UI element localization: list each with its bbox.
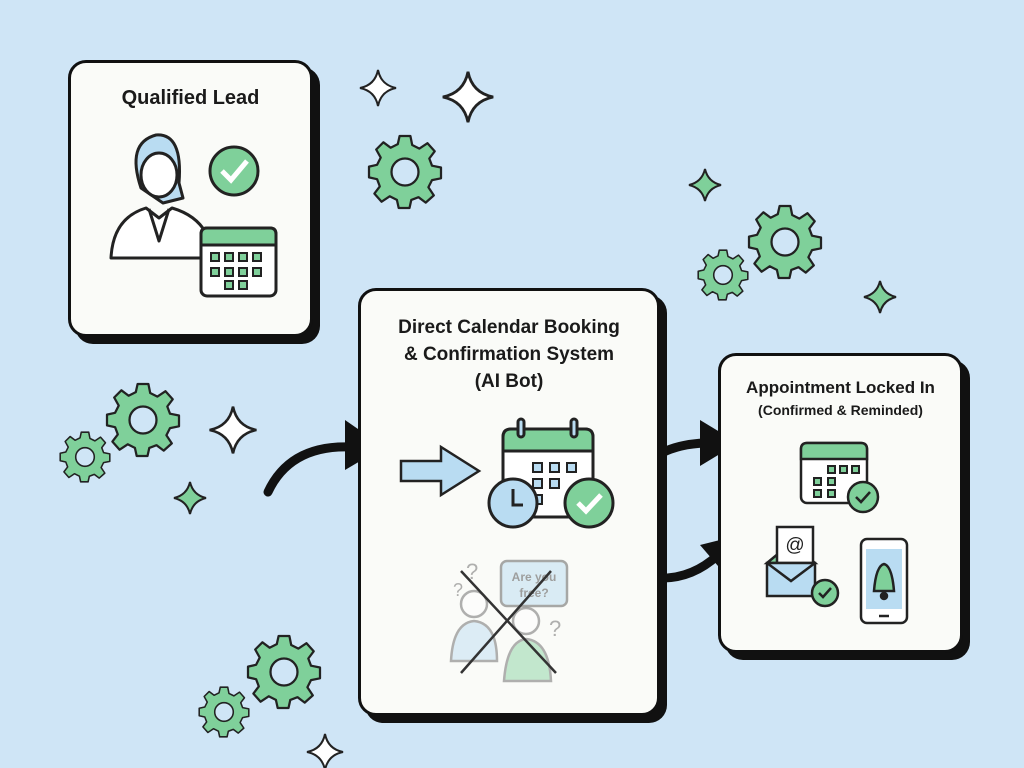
sparkle-icon (441, 70, 495, 124)
sparkle-icon (306, 733, 344, 768)
person-icon (109, 133, 208, 260)
gear-icon (747, 204, 823, 280)
gear-icon (59, 431, 111, 483)
bubble-text: Are you (512, 570, 557, 584)
card-title-line2: & Confirmation System (403, 344, 615, 365)
svg-text:?: ? (549, 616, 561, 641)
qualified-lead-card: Qualified Lead (68, 60, 313, 337)
sparkle-icon (359, 69, 397, 107)
email-icon: @ (763, 525, 840, 608)
gear-icon (697, 249, 749, 301)
svg-text:free?: free? (519, 586, 548, 600)
phone-bell-icon (859, 537, 909, 625)
speech-bubble-icon: Are you free? (499, 559, 569, 608)
lead-illustration (109, 133, 278, 298)
gear-icon (198, 686, 250, 738)
card-title-line3: (AI Bot) (474, 371, 544, 392)
svg-text:?: ? (453, 580, 463, 600)
check-circle-icon (563, 477, 615, 529)
check-circle-icon (208, 145, 260, 197)
sparkle-icon (688, 168, 722, 202)
email-at-sign: @ (785, 535, 804, 556)
booking-system-card: Direct Calendar Booking & Confirmation S… (358, 288, 660, 716)
result-illustration: @ (763, 441, 909, 625)
card-title: Qualified Lead (121, 87, 260, 109)
appointment-locked-card: Appointment Locked In (Confirmed & Remin… (718, 353, 963, 653)
gear-icon (105, 382, 181, 458)
system-illustration: ??? Are you free? (399, 417, 615, 683)
card-title-line1: Direct Calendar Booking (398, 317, 620, 338)
gear-icon (246, 634, 322, 710)
calendar-icon (799, 441, 880, 514)
svg-text:?: ? (466, 559, 478, 584)
sparkle-icon (173, 481, 207, 515)
gear-icon (367, 134, 443, 210)
card-title: Appointment Locked In (746, 378, 935, 397)
sparkle-icon (863, 280, 897, 314)
clock-icon (487, 477, 539, 529)
card-subtitle: (Confirmed & Reminded) (758, 402, 923, 418)
cross-icon (460, 570, 557, 674)
arrow-right-icon (399, 444, 482, 498)
sparkle-icon (208, 405, 258, 455)
calendar-icon (199, 226, 278, 298)
